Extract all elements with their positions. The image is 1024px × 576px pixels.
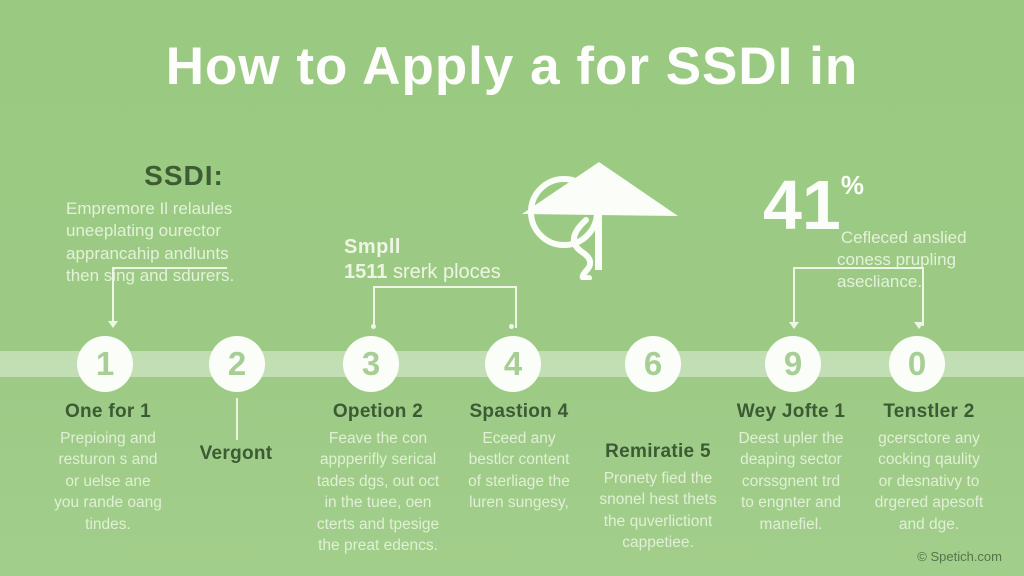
umbrella-icon — [522, 162, 678, 280]
column-title: Wey Jofte 1 — [736, 401, 846, 422]
percent-value: 41 — [763, 166, 841, 244]
percent-body-text: Cefleced anslied coness prupling aseclia… — [837, 228, 967, 292]
timeline-step-circle: 4 — [485, 336, 541, 392]
percent-stat-block: 41% Cefleced anslied coness prupling ase… — [763, 170, 983, 293]
timeline-step-circle: 6 — [625, 336, 681, 392]
timeline-step-circle: 3 — [343, 336, 399, 392]
small-stat-block: Smpll 1511 srerk ploces — [344, 236, 501, 284]
timeline-step-circle: 2 — [209, 336, 265, 392]
step-number: 0 — [907, 345, 927, 382]
column-body: Feave the con appperifly serical tades d… — [316, 430, 440, 554]
connector-bracket-smpll — [373, 286, 517, 328]
connector-dot — [371, 324, 376, 329]
arrow-down-icon — [108, 321, 118, 328]
ssdi-block: SSDI: Empremore Il relaules uneeplating … — [66, 160, 302, 288]
watermark-credit: © Spetich.com — [917, 549, 1002, 564]
timeline-step-circle: 9 — [765, 336, 821, 392]
step-column-6: Wey Jofte 1 Deest upler the deaping sect… — [714, 401, 868, 535]
step-number: 6 — [643, 345, 663, 382]
connector-dot — [509, 324, 514, 329]
column-body: gcersctore any cocking qaulity or desnat… — [874, 430, 984, 533]
arrow-down-icon — [789, 322, 799, 329]
column-body: Prepioing and resturon s and or uelse an… — [54, 430, 162, 533]
ssdi-body-text: Empremore Il relaules uneeplating ourect… — [66, 199, 235, 286]
column-title: Tenstler 2 — [883, 401, 975, 422]
small-stat-line1: Smpll — [344, 236, 401, 258]
connector-line-step2 — [236, 398, 238, 440]
step-number: 3 — [361, 345, 381, 382]
step-number: 4 — [503, 345, 523, 382]
page-title: How to Apply a for SSDI in — [165, 37, 859, 96]
step-number: 1 — [95, 345, 115, 382]
connector-bracket-ssdi — [112, 267, 227, 325]
small-stat-number: 1511 — [344, 261, 388, 283]
step-column-4: Spastion 4 Eceed any bestlcr content of … — [444, 401, 594, 514]
column-title: Vergont — [199, 443, 273, 464]
step-column-7: Tenstler 2 gcersctore any cocking qaulit… — [854, 401, 1004, 535]
column-title: One for 1 — [64, 401, 152, 422]
small-stat-caption: srerk ploces — [387, 261, 501, 283]
step-column-3: Opetion 2 Feave the con appperifly seric… — [299, 401, 457, 556]
step-column-2: Vergont — [168, 443, 304, 465]
step-number: 9 — [783, 345, 803, 382]
step-column-1: One for 1 Prepioing and resturon s and o… — [24, 401, 192, 535]
column-title: Opetion 2 — [332, 401, 424, 422]
timeline-step-circle: 1 — [77, 336, 133, 392]
small-stat-line2: 1511 srerk ploces — [344, 261, 501, 284]
percent-sign: % — [840, 170, 864, 200]
ssdi-heading: SSDI: — [144, 160, 224, 191]
connector-bracket-percent — [793, 267, 924, 326]
arrow-down-icon — [914, 322, 924, 329]
column-body: Eceed any bestlcr content of sterliage t… — [468, 430, 570, 512]
column-body: Pronety fied the snonel hest thets the q… — [599, 470, 717, 552]
column-body: Deest upler the deaping sector corssgnen… — [738, 430, 844, 533]
column-title: Spastion 4 — [469, 401, 569, 422]
column-title: Remiratie 5 — [605, 441, 711, 462]
timeline-step-circle: 0 — [889, 336, 945, 392]
step-column-5: Remiratie 5 Pronety fied the snonel hest… — [583, 441, 733, 554]
step-number: 2 — [227, 345, 247, 382]
